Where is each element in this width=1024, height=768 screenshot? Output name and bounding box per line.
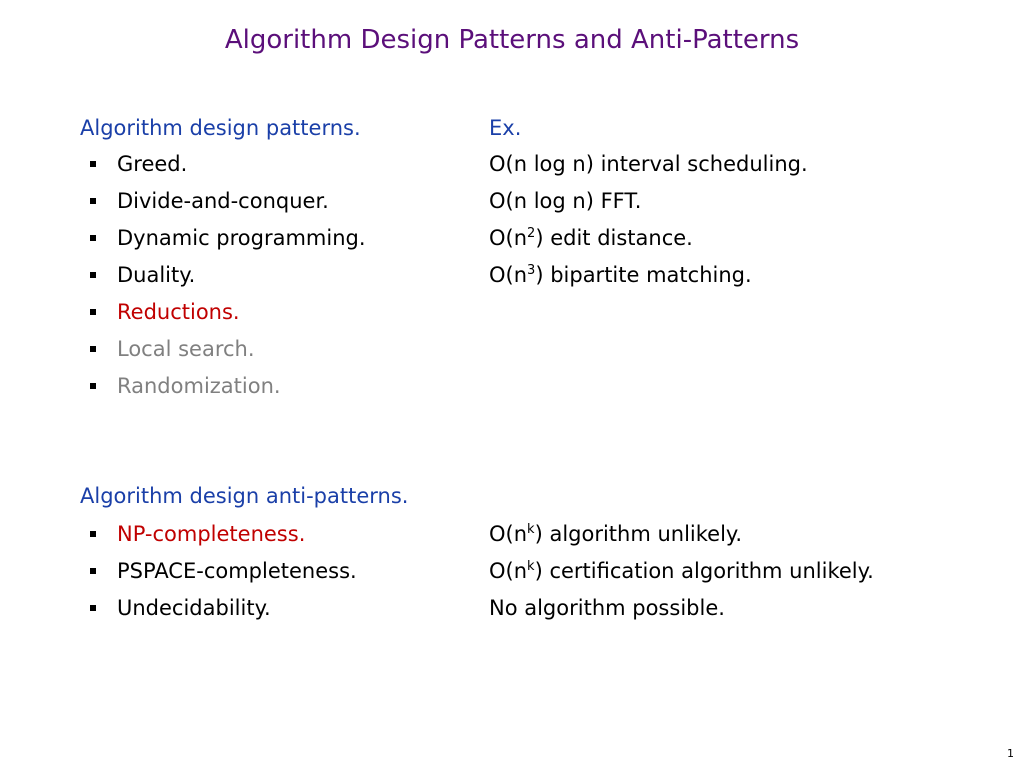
pattern-example: O(n3) bipartite matching. (489, 260, 752, 290)
bullet-icon (90, 161, 96, 167)
page-number: 1 (1007, 747, 1014, 760)
list-item: Divide-and-conquer. O(n log n) FFT. (0, 186, 1024, 216)
pattern-label: Local search. (117, 337, 255, 361)
bullet-icon (90, 309, 96, 315)
example-exponent: 3 (527, 263, 536, 278)
bullet-icon (90, 235, 96, 241)
patterns-heading: Algorithm design patterns. (80, 116, 361, 140)
pattern-example: O(n log n) interval scheduling. (489, 149, 808, 179)
bullet-icon (90, 568, 96, 574)
bullet-icon (90, 272, 96, 278)
list-item: Randomization. (0, 371, 1024, 401)
example-text-rest: ) algorithm unlikely. (534, 522, 743, 546)
example-heading: Ex. (489, 116, 522, 140)
example-text: O(n log n) interval scheduling. (489, 152, 808, 176)
example-text: O(n log n) FFT. (489, 189, 642, 213)
anti-pattern-example: O(nk) certification algorithm unlikely. (489, 556, 874, 586)
anti-pattern-label: PSPACE-completeness. (117, 559, 357, 583)
list-item: Greed. O(n log n) interval scheduling. (0, 149, 1024, 179)
example-exponent: k (527, 522, 535, 537)
pattern-label: Divide-and-conquer. (117, 189, 329, 213)
pattern-label: Duality. (117, 263, 196, 287)
bullet-icon (90, 383, 96, 389)
pattern-label: Greed. (117, 152, 188, 176)
example-text: O(n (489, 522, 528, 546)
list-item: PSPACE-completeness. O(nk) certification… (0, 556, 1024, 586)
list-item: NP-completeness. O(nk) algorithm unlikel… (0, 519, 1024, 549)
pattern-label: Randomization. (117, 374, 281, 398)
bullet-icon (90, 346, 96, 352)
anti-pattern-label: NP-completeness. (117, 522, 306, 546)
example-text: No algorithm possible. (489, 596, 725, 620)
list-item: Duality. O(n3) bipartite matching. (0, 260, 1024, 290)
example-text: O(n (489, 263, 528, 287)
pattern-label: Dynamic programming. (117, 226, 366, 250)
example-text: O(n (489, 559, 528, 583)
example-text-rest: ) bipartite matching. (535, 263, 752, 287)
list-item: Dynamic programming. O(n2) edit distance… (0, 223, 1024, 253)
anti-pattern-example: O(nk) algorithm unlikely. (489, 519, 742, 549)
example-exponent: 2 (527, 226, 536, 241)
pattern-label: Reductions. (117, 300, 240, 324)
bullet-icon (90, 198, 96, 204)
pattern-example: O(n log n) FFT. (489, 186, 641, 216)
list-item: Local search. (0, 334, 1024, 364)
anti-pattern-label: Undecidability. (117, 596, 271, 620)
bullet-icon (90, 605, 96, 611)
list-item: Reductions. (0, 297, 1024, 327)
example-text-rest: ) certification algorithm unlikely. (534, 559, 874, 583)
anti-pattern-example: No algorithm possible. (489, 593, 725, 623)
example-exponent: k (527, 559, 535, 574)
example-text-rest: ) edit distance. (535, 226, 693, 250)
anti-patterns-heading: Algorithm design anti-patterns. (80, 484, 409, 508)
pattern-example: O(n2) edit distance. (489, 223, 693, 253)
slide-title: Algorithm Design Patterns and Anti-Patte… (224, 25, 800, 55)
bullet-icon (90, 531, 96, 537)
example-text: O(n (489, 226, 528, 250)
list-item: Undecidability. No algorithm possible. (0, 593, 1024, 623)
